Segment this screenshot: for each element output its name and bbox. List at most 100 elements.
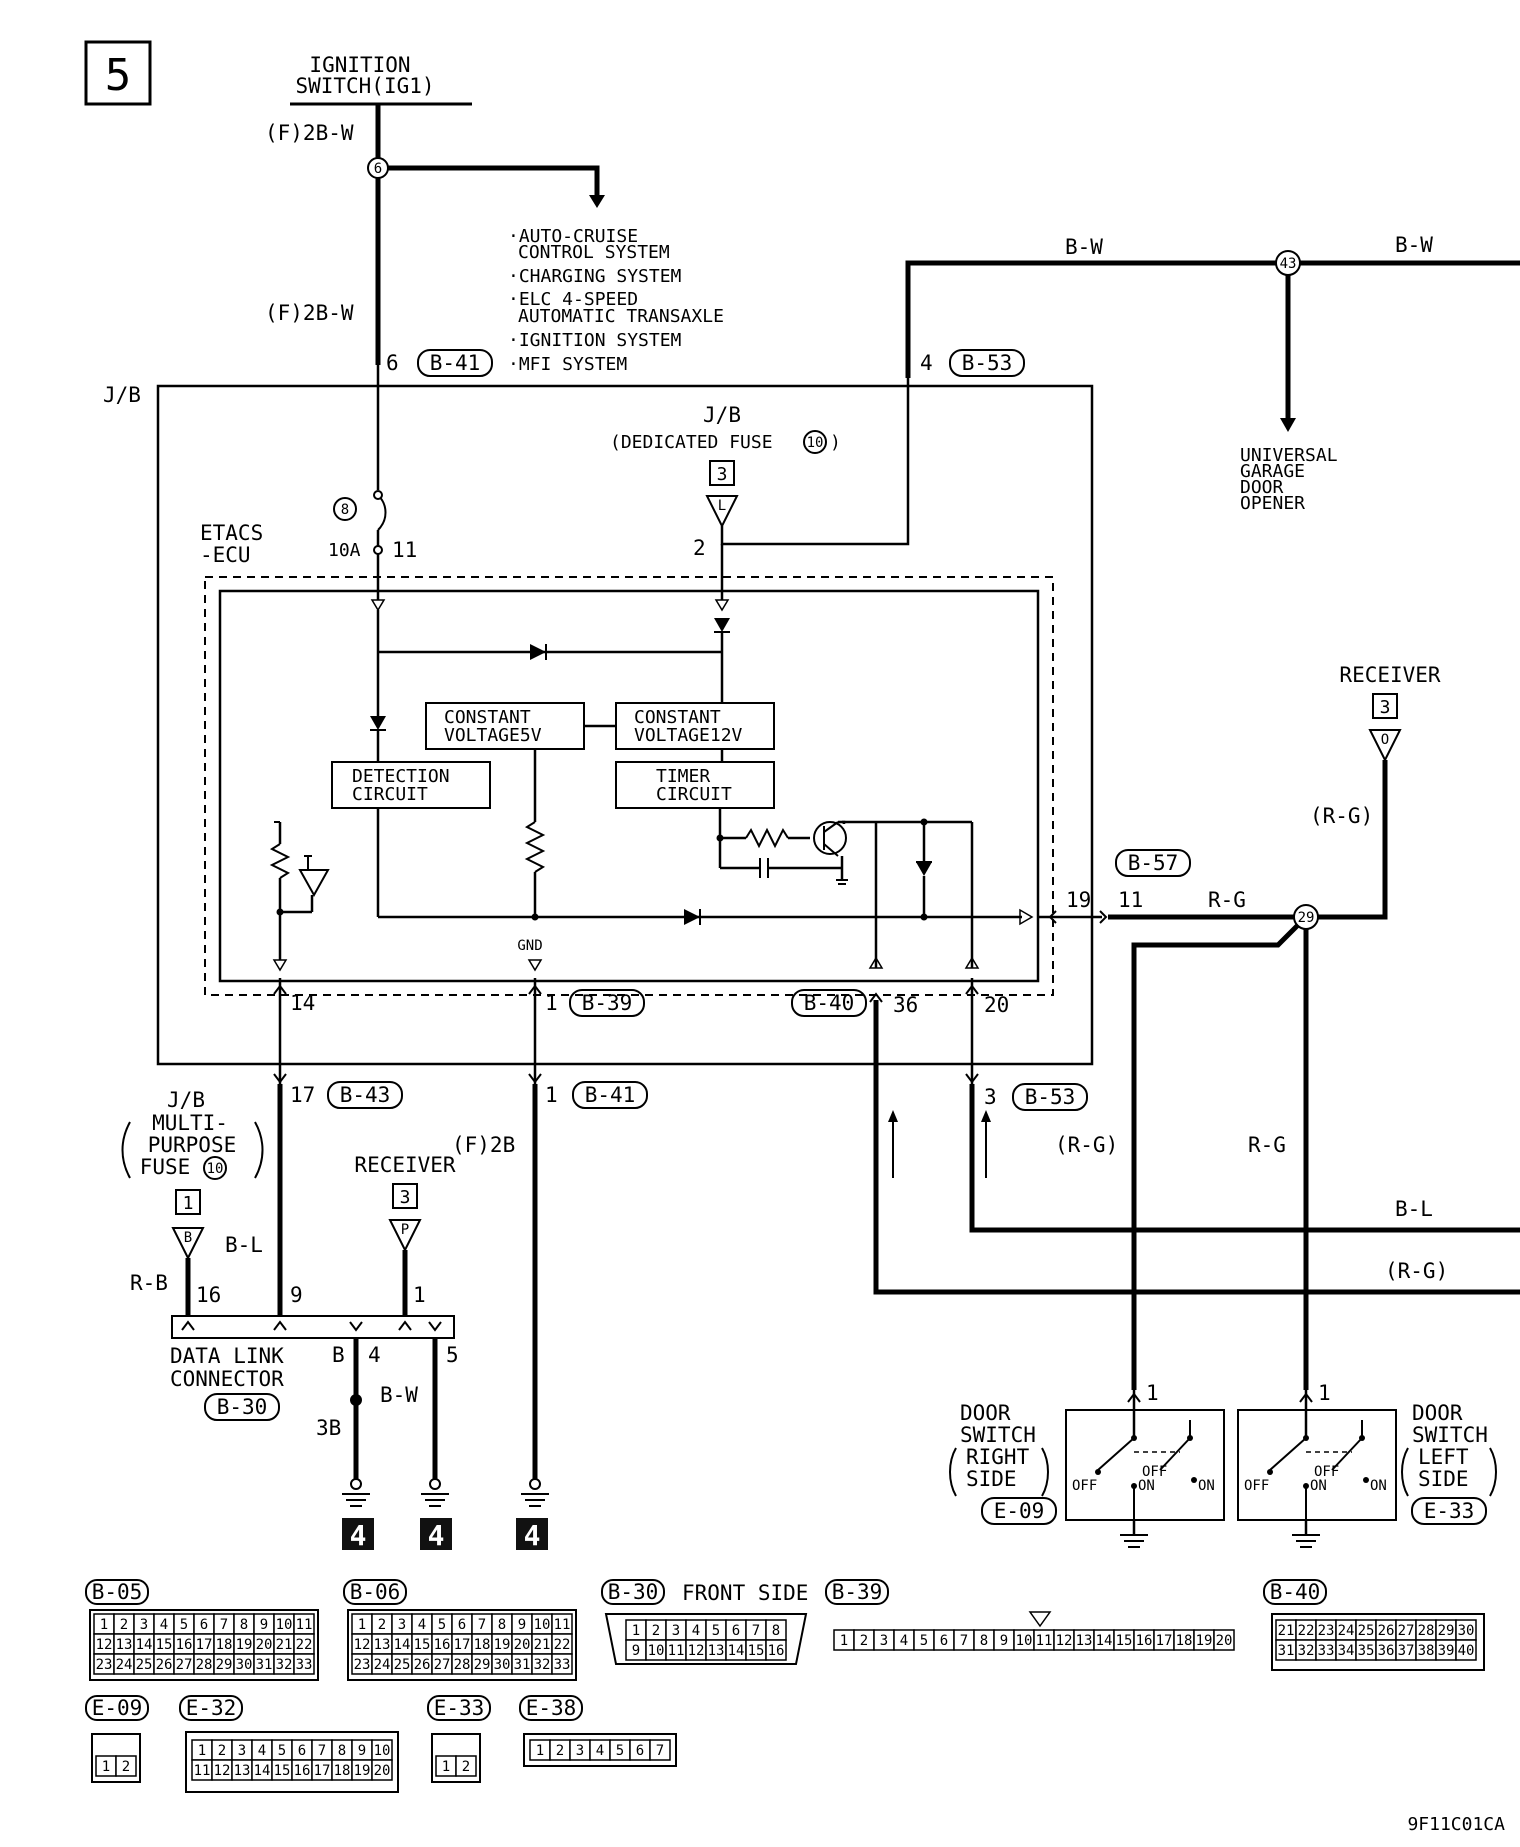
pin-cell: 8 <box>980 1633 988 1649</box>
pin-cell: 28 <box>1418 1623 1435 1639</box>
svg-text:J/B: J/B <box>703 403 741 427</box>
svg-text:PURPOSE: PURPOSE <box>148 1133 237 1157</box>
branch-system-list: ·AUTO-CRUISE CONTROL SYSTEM ·CHARGING SY… <box>508 226 724 375</box>
junction-6-label: 6 <box>374 161 382 177</box>
pin-cell: 17 <box>454 1637 471 1653</box>
svg-text:SWITCH: SWITCH <box>960 1423 1036 1447</box>
pin-cell: 18 <box>334 1763 351 1779</box>
jb-label: J/B <box>103 383 141 407</box>
pin-cell: 27 <box>176 1657 193 1673</box>
pin-cell: 20 <box>1216 1633 1233 1649</box>
dlc-line2: CONNECTOR <box>170 1367 284 1391</box>
pin-cell: 7 <box>752 1623 760 1639</box>
connector-tag-b40: B-40 <box>791 989 867 1017</box>
svg-text:ON: ON <box>1198 1478 1215 1494</box>
ground-ref-box-1: 4 <box>342 1518 374 1552</box>
svg-text:B-06: B-06 <box>350 1580 401 1604</box>
pin-cell: 6 <box>732 1623 740 1639</box>
pin-3: 3 <box>984 1085 997 1109</box>
svg-text:OFF: OFF <box>1072 1478 1097 1494</box>
pin-cell: 7 <box>478 1617 486 1633</box>
dlc-pin-16: 16 <box>196 1283 221 1307</box>
connector-tag-b41-top: B-41 <box>417 349 493 377</box>
pin-cell: 8 <box>498 1617 506 1633</box>
pin-cell: 10 <box>648 1643 665 1659</box>
constant-voltage-12v-block: CONSTANT VOLTAGE12V <box>615 702 775 750</box>
receiver-rg-wire <box>1318 760 1388 920</box>
svg-text:10: 10 <box>207 1161 224 1177</box>
pin-cell: 2 <box>378 1617 386 1633</box>
svg-text:E-09: E-09 <box>994 1499 1045 1523</box>
svg-text:MULTI-: MULTI- <box>152 1111 228 1135</box>
conn-face-label-b05: B-05 <box>85 1579 149 1605</box>
svg-text:SIDE: SIDE <box>966 1467 1017 1491</box>
pin-cell: 12 <box>688 1643 705 1659</box>
pin-cell: 17 <box>1156 1633 1173 1649</box>
pin-cell: 39 <box>1438 1643 1455 1659</box>
pin-cell: 19 <box>1196 1633 1213 1649</box>
pin-cell: 1 <box>358 1617 366 1633</box>
svg-text:OFF: OFF <box>1244 1478 1269 1494</box>
conn-face-label-e38: E-38 <box>519 1695 583 1721</box>
connector-tag-e09 <box>981 1497 1057 1525</box>
pin-cell: 8 <box>240 1617 248 1633</box>
junction-block-outline <box>156 384 1094 1066</box>
pin-cell: 31 <box>1278 1643 1295 1659</box>
pin-cell: 9 <box>358 1743 366 1759</box>
branch-system-7: ·MFI SYSTEM <box>508 354 627 375</box>
pin-cell: 7 <box>960 1633 968 1649</box>
pin-cell: 10 <box>534 1617 551 1633</box>
dedicated-fuse-wire <box>720 378 910 546</box>
connector-tag-b53-bottom: B-53 <box>1012 1083 1088 1111</box>
pin-cell: 2 <box>860 1633 868 1649</box>
pin-cell: 26 <box>156 1657 173 1673</box>
pin-cell: 36 <box>1378 1643 1395 1659</box>
pin-cell: 26 <box>414 1657 431 1673</box>
svg-text:DOOR: DOOR <box>1240 477 1284 498</box>
pin-cell: 20 <box>514 1637 531 1653</box>
svg-text:P: P <box>401 1222 409 1238</box>
svg-text:B-53: B-53 <box>1025 1085 1076 1109</box>
pin-cell: 11 <box>554 1617 571 1633</box>
wire-label-3b: 3B <box>316 1416 341 1440</box>
pin-cell: 30 <box>236 1657 253 1673</box>
pin-cell: 38 <box>1418 1643 1435 1659</box>
pin-cell: 3 <box>140 1617 148 1633</box>
pin-cell: 9 <box>260 1617 268 1633</box>
pin-cell: 32 <box>534 1657 551 1673</box>
svg-text:B-39: B-39 <box>832 1580 883 1604</box>
pin-cell: 14 <box>1096 1633 1113 1649</box>
svg-text:O: O <box>1381 732 1389 748</box>
wire-label-bw-bottom: B-W <box>380 1383 418 1407</box>
pin-cell: 21 <box>276 1637 293 1653</box>
svg-text:VOLTAGE5V: VOLTAGE5V <box>444 725 542 746</box>
svg-text:B-40: B-40 <box>1270 1580 1321 1604</box>
svg-text:CONSTANT: CONSTANT <box>634 707 721 728</box>
pin-cell: 5 <box>438 1617 446 1633</box>
conn-face-label-b06: B-06 <box>343 1579 407 1605</box>
pin-cell: 37 <box>1398 1643 1415 1659</box>
svg-text:CIRCUIT: CIRCUIT <box>352 784 428 805</box>
pin-cell: 11 <box>668 1643 685 1659</box>
pin-cell: 30 <box>1458 1623 1475 1639</box>
wire-label-rg-bottom: (R-G) <box>1385 1259 1448 1283</box>
fuse-10a-label: 10A <box>328 540 361 561</box>
wire-label-b: B <box>332 1343 345 1367</box>
svg-text:SWITCH: SWITCH <box>1412 1423 1488 1447</box>
pin-cell: 3 <box>880 1633 888 1649</box>
svg-text:DETECTION: DETECTION <box>352 766 450 787</box>
pin-cell: 23 <box>354 1657 371 1673</box>
branch-system-2: CONTROL SYSTEM <box>518 242 670 263</box>
pin-cell: 10 <box>1016 1633 1033 1649</box>
garage-arrow <box>1280 418 1296 432</box>
pin-cell: 8 <box>338 1743 346 1759</box>
door-right-wire <box>1131 923 1300 1390</box>
svg-text:UNIVERSAL: UNIVERSAL <box>1240 445 1338 466</box>
pin-cell: 4 <box>900 1633 908 1649</box>
detection-circuit-block: DETECTION CIRCUIT <box>331 761 491 809</box>
svg-text:B: B <box>184 1230 192 1246</box>
